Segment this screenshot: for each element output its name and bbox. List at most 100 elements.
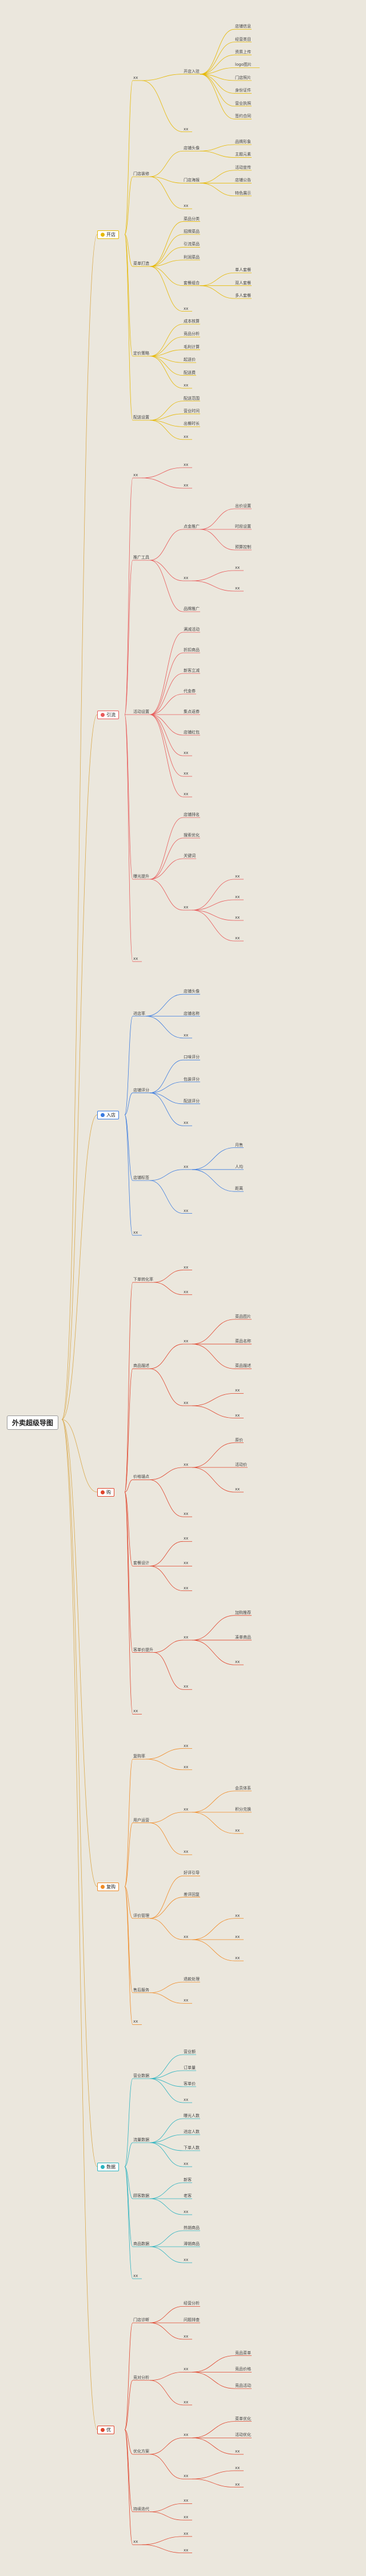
mindmap-node[interactable]: 会员体系	[235, 1785, 251, 1791]
mindmap-node[interactable]: xx	[235, 1956, 240, 1960]
mindmap-node[interactable]: xx	[235, 1487, 240, 1492]
mindmap-node[interactable]: xx	[184, 1807, 189, 1812]
branch-node[interactable]: 数据	[97, 2163, 119, 2171]
mindmap-node[interactable]: 配送范围	[184, 396, 200, 401]
mindmap-node[interactable]: 搜索优化	[184, 833, 200, 838]
mindmap-node[interactable]: xx	[235, 936, 240, 940]
mindmap-node[interactable]: 活动优化	[235, 2433, 251, 2438]
branch-node[interactable]: 优	[97, 2426, 114, 2434]
mindmap-node[interactable]: 品牌形象	[235, 139, 251, 145]
mindmap-node[interactable]: 集点返券	[184, 709, 200, 714]
mindmap-node[interactable]: xx	[184, 2098, 189, 2102]
mindmap-node[interactable]: 主题元素	[235, 152, 251, 157]
mindmap-node[interactable]: xx	[133, 2019, 138, 2024]
branch-node[interactable]: 购	[97, 1488, 114, 1497]
mindmap-node[interactable]: 双人套餐	[235, 280, 251, 285]
mindmap-node[interactable]: xx	[235, 565, 240, 570]
mindmap-node[interactable]: 门店诊断	[133, 2318, 149, 2323]
mindmap-node[interactable]: 竞品价格	[235, 2367, 251, 2372]
mindmap-node[interactable]: xx	[235, 2449, 240, 2454]
mindmap-node[interactable]: 店铺信息	[235, 24, 251, 29]
mindmap-node[interactable]: 菜品描述	[235, 1363, 251, 1369]
mindmap-node[interactable]: xx	[184, 1265, 189, 1270]
mindmap-node[interactable]: xx	[184, 1120, 189, 1126]
mindmap-node[interactable]: xx	[184, 792, 189, 796]
mindmap-node[interactable]: 用户运营	[133, 1817, 149, 1823]
mindmap-node[interactable]: xx	[133, 2274, 138, 2278]
mindmap-node[interactable]: 持续迭代	[133, 2506, 149, 2511]
mindmap-node[interactable]: 营业时间	[184, 408, 200, 413]
mindmap-node[interactable]: xx	[184, 1684, 189, 1689]
mindmap-node[interactable]: 进店率	[133, 1011, 145, 1016]
mindmap-node[interactable]: 积分兑换	[235, 1807, 251, 1812]
mindmap-node[interactable]: 点金推广	[184, 524, 200, 529]
mindmap-node[interactable]: xx	[184, 2547, 189, 2553]
mindmap-node[interactable]: 店铺排名	[184, 812, 200, 817]
mindmap-node[interactable]: xx	[184, 2433, 189, 2438]
mindmap-node[interactable]: xx	[184, 1934, 189, 1939]
mindmap-node[interactable]: 单人套餐	[235, 268, 251, 273]
mindmap-node[interactable]: xx	[235, 1660, 240, 1665]
mindmap-node[interactable]: 竞品菜单	[235, 2350, 251, 2355]
mindmap-node[interactable]: xx	[184, 1512, 189, 1517]
mindmap-node[interactable]: 套餐设计	[133, 1561, 149, 1566]
mindmap-node[interactable]: 月售	[235, 1142, 243, 1147]
mindmap-node[interactable]: xx	[184, 1032, 189, 1038]
mindmap-node[interactable]: 流量数据	[133, 2138, 149, 2142]
mindmap-node[interactable]: xx	[184, 2531, 189, 2536]
mindmap-node[interactable]: 成本核算	[184, 318, 200, 324]
mindmap-node[interactable]: xx	[133, 473, 138, 477]
mindmap-node[interactable]: xx	[184, 1536, 189, 1541]
mindmap-node[interactable]: xx	[184, 2367, 189, 2372]
mindmap-node[interactable]: xx	[235, 586, 240, 591]
mindmap-node[interactable]: 订单量	[184, 2065, 196, 2070]
mindmap-node[interactable]: xx	[184, 1164, 189, 1169]
mindmap-node[interactable]: xx	[184, 2334, 189, 2339]
mindmap-node[interactable]: xx	[184, 1462, 189, 1467]
mindmap-node[interactable]: xx	[184, 2515, 189, 2520]
mindmap-node[interactable]: xx	[184, 1849, 189, 1855]
mindmap-node[interactable]: xx	[133, 75, 138, 80]
mindmap-node[interactable]: xx	[184, 2399, 189, 2404]
mindmap-node[interactable]: xx	[184, 771, 189, 776]
mindmap-node[interactable]: 菜单优化	[235, 2416, 251, 2421]
mindmap-node[interactable]: 门店照片	[235, 75, 251, 80]
branch-node[interactable]: 开店	[97, 230, 119, 239]
mindmap-node[interactable]: 招牌菜品	[184, 229, 200, 234]
mindmap-node[interactable]: 菜品图片	[235, 1314, 251, 1319]
mindmap-node[interactable]: 门店装修	[133, 172, 149, 177]
mindmap-node[interactable]: 关键词	[184, 854, 196, 858]
mindmap-node[interactable]: 距离	[235, 1186, 243, 1191]
mindmap-node[interactable]: 引流菜品	[184, 242, 200, 247]
mindmap-node[interactable]: 客单价提升	[133, 1647, 153, 1652]
mindmap-node[interactable]: 配送费	[184, 370, 196, 375]
mindmap-node[interactable]: 加购推荐	[235, 1610, 251, 1615]
mindmap-node[interactable]: 顾客数据	[133, 2194, 149, 2198]
mindmap-node[interactable]: xx	[184, 126, 189, 131]
mindmap-node[interactable]: 店铺红包	[184, 730, 200, 735]
mindmap-node[interactable]: xx	[184, 2474, 189, 2479]
mindmap-node[interactable]: 老客	[184, 2194, 192, 2198]
mindmap-node[interactable]: xx	[184, 434, 189, 439]
mindmap-node[interactable]: xx	[184, 204, 189, 209]
mindmap-node[interactable]: 利润菜品	[184, 254, 200, 260]
mindmap-node[interactable]: xx	[184, 1208, 189, 1213]
mindmap-node[interactable]: 店铺头像	[184, 989, 200, 994]
mindmap-node[interactable]: 菜品名称	[235, 1339, 251, 1344]
mindmap-node[interactable]: 菜品分类	[184, 216, 200, 221]
branch-node[interactable]: 引流	[97, 711, 119, 719]
mindmap-node[interactable]: 商品数据	[133, 2242, 149, 2246]
mindmap-node[interactable]: xx	[235, 1413, 240, 1418]
mindmap-node[interactable]: 满减活动	[184, 627, 200, 632]
mindmap-node[interactable]: 资质上传	[235, 50, 251, 55]
mindmap-node[interactable]: 差评回复	[184, 1892, 200, 1897]
mindmap-node[interactable]: 时段设置	[235, 524, 251, 529]
mindmap-node[interactable]: 竞品活动	[235, 2383, 251, 2388]
mindmap-node[interactable]: 问题排查	[184, 2318, 200, 2323]
mindmap-node[interactable]: xx	[184, 462, 189, 467]
mindmap-node[interactable]: xx	[184, 1998, 189, 2003]
mindmap-node[interactable]: 营业额	[184, 2049, 196, 2054]
mindmap-node[interactable]: xx	[184, 2210, 189, 2214]
mindmap-node[interactable]: 经营类目	[235, 37, 251, 42]
mindmap-node[interactable]: xx	[184, 1764, 189, 1769]
